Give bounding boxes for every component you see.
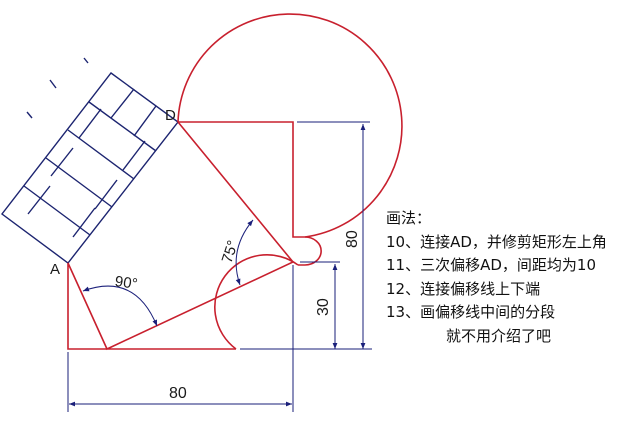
dimension-30-vertical: 30 [315,298,332,316]
instruction-step: 就不用介绍了吧 [446,326,552,345]
instruction-step: 10、连接AD，并修剪矩形左上角 [386,232,607,251]
angle-90-label: 90° [114,273,139,293]
instruction-step: 11、三次偏移AD，间距均为10 [386,256,596,274]
instruction-step: 13、画偏移线中间的分段 [386,303,556,321]
part-outline [67,13,403,351]
angle-75-label: 75° [219,238,242,265]
brick-pattern [1,57,179,264]
dimension-80-horizontal: 80 [169,385,187,402]
drawing-instructions: 画法： 10、连接AD，并修剪矩形左上角 11、三次偏移AD，间距均为10 12… [386,207,607,348]
point-a-label: A [50,261,60,278]
point-d-label: D [165,107,176,124]
instruction-step: 12、连接偏移线上下端 [386,279,541,298]
instructions-title: 画法： [386,209,432,227]
dimension-80-vertical: 80 [344,230,361,248]
dimension-lines [67,121,372,412]
